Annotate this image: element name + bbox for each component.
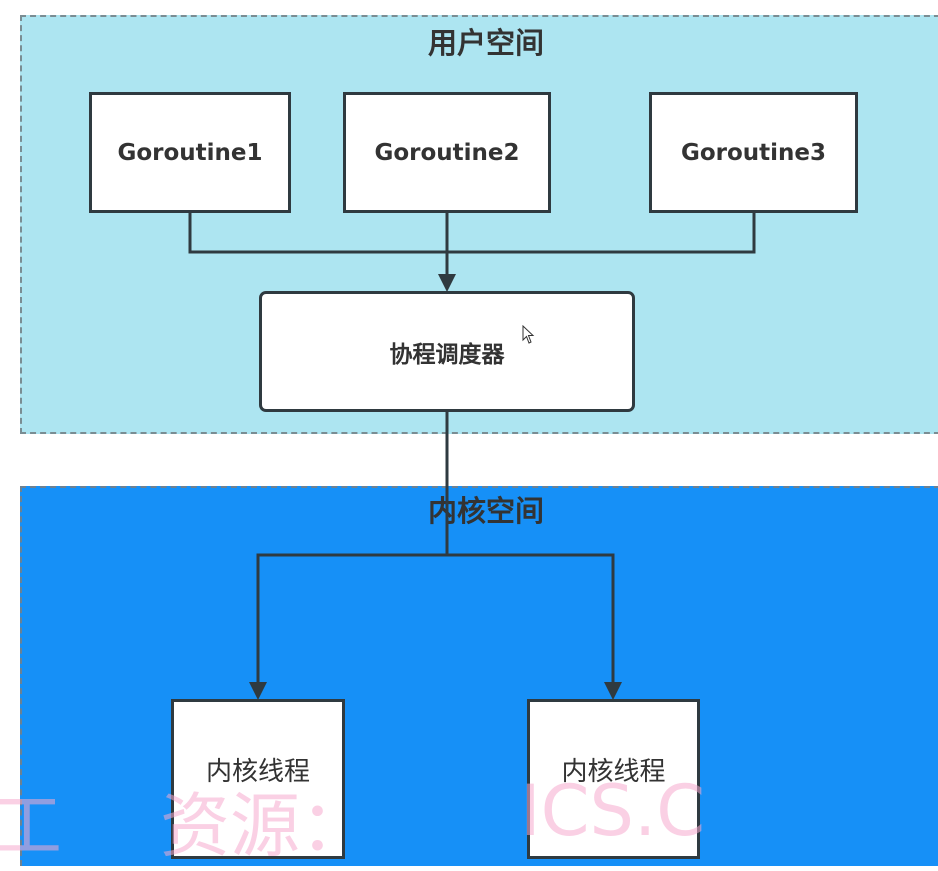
user-space-title: 用户空间 — [427, 26, 544, 60]
kernel-thread-2-label: 内核线程 — [561, 756, 666, 787]
goroutine-3-box[interactable]: Goroutine3 — [649, 92, 858, 213]
kernel-thread-2-box[interactable]: 内核线程 — [527, 699, 700, 859]
goroutine-3-label: Goroutine3 — [680, 139, 827, 166]
connector-kernel-thread-1 — [256, 553, 447, 684]
connector-goroutine1 — [188, 212, 447, 254]
kernel-thread-1-box[interactable]: 内核线程 — [171, 699, 345, 859]
kernel-thread-1-label: 内核线程 — [205, 756, 310, 787]
goroutine-2-label: Goroutine2 — [374, 139, 520, 166]
connector-kernel-thread-2 — [447, 553, 615, 684]
goroutine-2-box[interactable]: Goroutine2 — [343, 92, 551, 213]
arrowhead-scheduler — [438, 274, 456, 292]
scheduler-label: 协程调度器 — [389, 341, 505, 368]
connector-goroutine3 — [447, 212, 756, 254]
arrowhead-kernel-thread-1 — [249, 682, 267, 700]
mouse-cursor-icon — [522, 325, 535, 344]
scheduler-box[interactable]: 协程调度器 — [259, 291, 635, 412]
goroutine-1-box[interactable]: Goroutine1 — [89, 92, 291, 213]
arrowhead-kernel-thread-2 — [604, 682, 622, 700]
goroutine-1-label: Goroutine1 — [117, 139, 263, 166]
